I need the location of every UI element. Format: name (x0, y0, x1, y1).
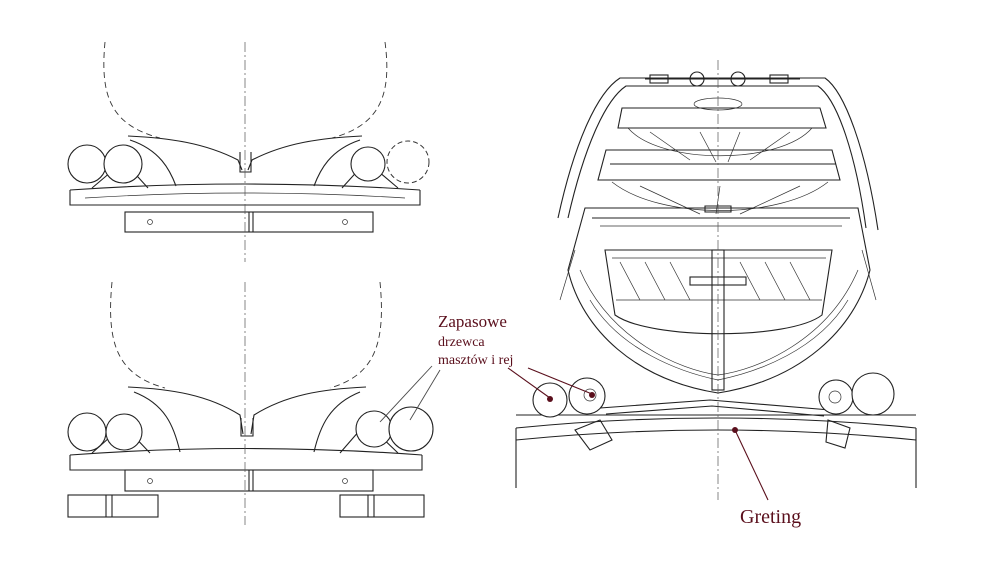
pointer-dot-spar-1 (547, 396, 553, 402)
pointer-dot-grating (732, 427, 738, 433)
pointer-dot-spar-2 (589, 392, 595, 398)
label-spare-spars-line2: drzewca (438, 335, 485, 350)
pointer-line-spar-2 (527, 367, 593, 395)
pointer-line-spar-1 (507, 367, 551, 399)
label-spare-spars-line3: masztów i rej (438, 353, 513, 368)
label-grating-text: Greting (740, 506, 801, 528)
pointer-line-grating (734, 429, 769, 501)
leader-line-left-2 (409, 369, 441, 421)
right-boat-stack-view (515, 60, 917, 500)
leader-line-left-1 (379, 365, 433, 423)
top-left-section-view (67, 41, 430, 262)
label-spare-spars: Zapasowe drzewca masztów i rej (438, 312, 513, 368)
label-grating: Greting (740, 506, 801, 528)
label-spare-spars-line1: Zapasowe (438, 312, 507, 331)
bottom-left-section-view (67, 281, 434, 525)
